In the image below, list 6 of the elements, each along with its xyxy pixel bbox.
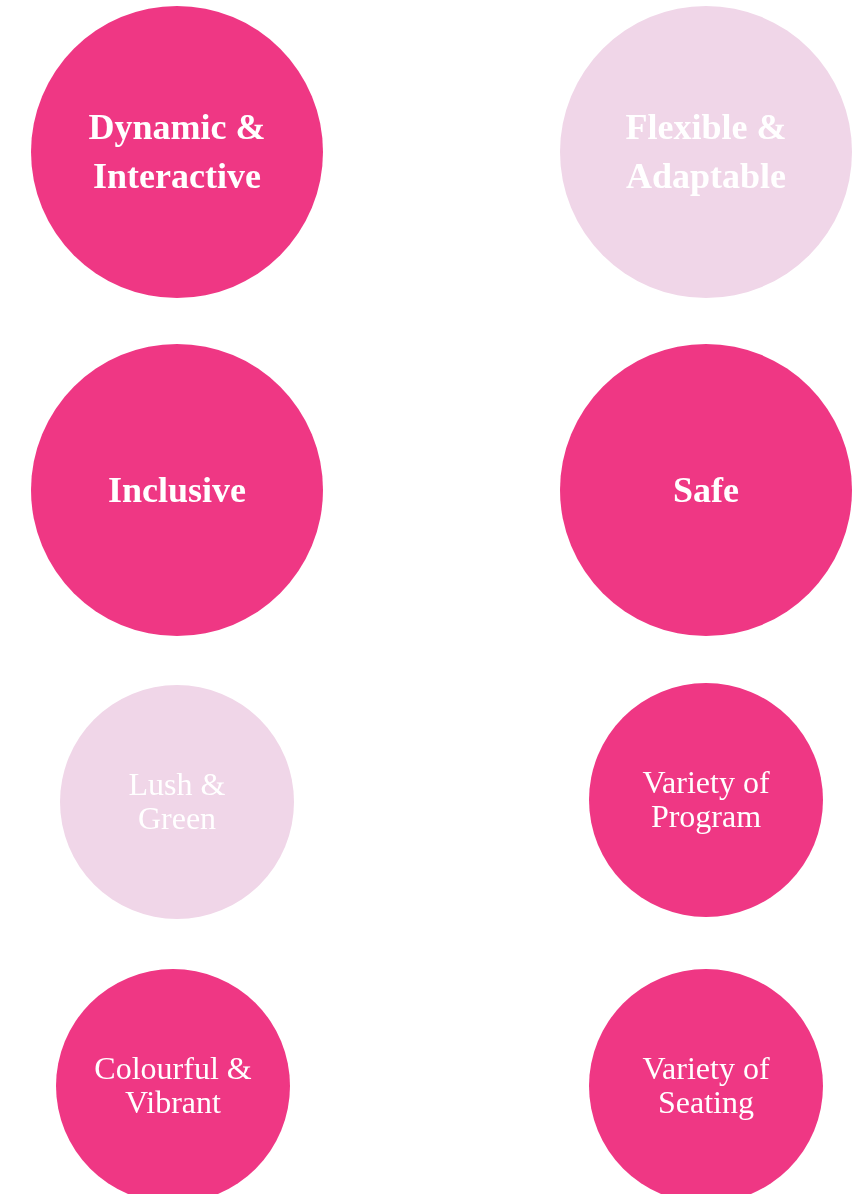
node-label: Dynamic & Interactive: [87, 106, 267, 198]
node-label: Variety of Seating: [641, 1052, 771, 1120]
node-label: Variety of Program: [641, 766, 771, 834]
node-label: Safe: [672, 468, 740, 512]
node-label: Colourful & Vibrant: [93, 1052, 253, 1120]
node-label: Inclusive: [107, 468, 247, 512]
